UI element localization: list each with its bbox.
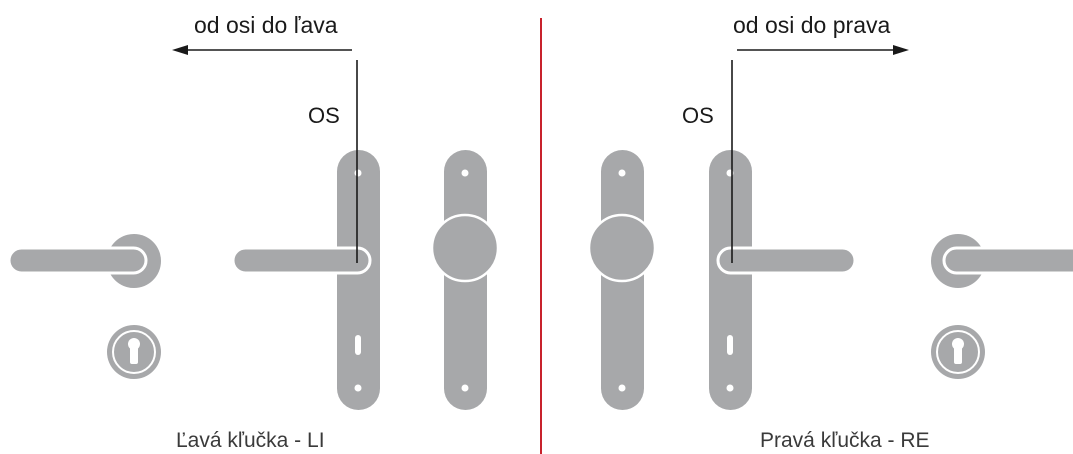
right-direction-arrow: [737, 45, 909, 55]
right-rosette-lever-icon: [931, 234, 1073, 288]
right-axis-label: OS: [682, 103, 714, 128]
lever-handle-icon: [231, 246, 372, 275]
long-backplate-icon: [709, 150, 752, 410]
key-escutcheon-icon: [107, 325, 161, 379]
knob-icon: [587, 213, 657, 283]
right-caption: Pravá kľučka - RE: [760, 429, 930, 452]
left-rosette-lever-icon: [7, 234, 161, 288]
long-backplate-icon: [337, 150, 380, 410]
left-axis-label: OS: [308, 103, 340, 128]
knob-icon: [430, 213, 500, 283]
left-arrow-label: od osi do ľava: [194, 12, 338, 38]
left-plate-lever-icon: [231, 150, 380, 410]
lever-handle-icon: [942, 246, 1073, 275]
key-escutcheon-icon: [931, 325, 985, 379]
lever-handle-icon: [716, 246, 857, 275]
left-plate-knob-icon: [430, 150, 500, 410]
lever-handle-icon: [7, 246, 148, 275]
right-arrow-label: od osi do prava: [733, 12, 891, 38]
left-caption: Ľavá kľučka - LI: [176, 429, 325, 452]
right-plate-knob-icon: [587, 150, 657, 410]
right-plate-lever-icon: [709, 150, 857, 410]
left-direction-arrow: [172, 45, 352, 55]
